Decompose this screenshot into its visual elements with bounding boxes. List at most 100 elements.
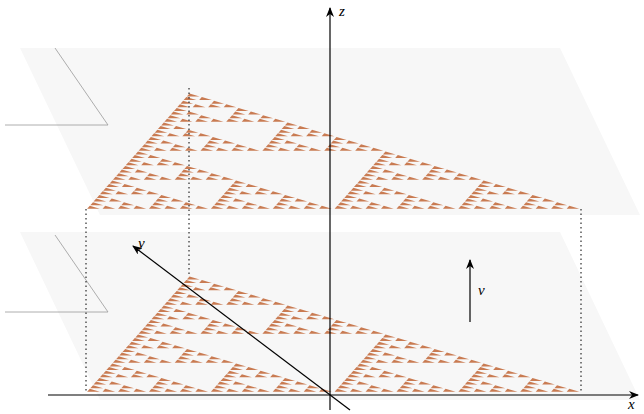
fractal-piece: [340, 331, 353, 334]
fractal-piece: [255, 374, 268, 377]
fractal-piece: [407, 342, 420, 345]
fractal-piece: [397, 206, 410, 209]
fractal-piece: [407, 177, 420, 180]
fractal-piece: [209, 173, 222, 176]
fractal-piece: [432, 166, 445, 169]
fractal-piece: [145, 141, 158, 144]
fractal-piece: [204, 144, 217, 147]
fractal-piece: [407, 159, 420, 162]
fractal-piece: [113, 360, 126, 363]
fractal-piece: [258, 188, 271, 191]
fractal-piece: [288, 206, 301, 209]
fractal-piece: [160, 159, 173, 162]
fractal-piece: [431, 385, 444, 388]
fractal-piece: [422, 360, 435, 363]
fractal-piece: [110, 180, 123, 183]
fractal-piece: [152, 202, 165, 205]
fractal-piece: [493, 184, 506, 187]
fractal-piece: [377, 342, 390, 345]
fractal-piece: [245, 202, 258, 205]
fractal-piece: [146, 374, 159, 377]
fractal-piece: [230, 184, 243, 187]
fractal-piece: [524, 385, 537, 388]
fractal-piece: [184, 349, 197, 352]
fractal-piece: [348, 374, 361, 377]
fractal-piece: [181, 170, 194, 173]
fractal-piece: [284, 141, 297, 144]
fractal-piece: [144, 177, 157, 180]
fractal-piece: [216, 148, 229, 151]
fractal-piece: [554, 385, 567, 388]
fractal-piece: [90, 385, 103, 388]
fractal-piece: [400, 385, 413, 388]
fractal-piece: [395, 173, 408, 176]
fractal-piece: [221, 378, 234, 381]
fractal-piece: [103, 389, 116, 392]
fractal-piece: [334, 320, 347, 323]
fractal-piece: [147, 356, 160, 359]
fractal-piece: [273, 206, 286, 209]
fractal-piece: [134, 389, 147, 392]
fractal-piece: [186, 112, 199, 115]
fractal-piece: [530, 378, 543, 381]
fractal-piece: [152, 316, 165, 319]
fractal-piece: [378, 374, 391, 377]
fractal-piece: [255, 191, 268, 194]
fractal-piece: [279, 313, 292, 316]
fractal-piece: [453, 360, 466, 363]
fractal-piece: [161, 305, 174, 308]
fractal-piece: [350, 389, 363, 392]
fractal-piece: [369, 385, 382, 388]
fractal-piece: [309, 313, 322, 316]
fractal-piece: [438, 360, 451, 363]
fractal-piece: [322, 133, 335, 136]
fractal-piece: [222, 324, 235, 327]
fractal-piece: [257, 206, 270, 209]
fractal-piece: [184, 280, 197, 283]
fractal-piece: [230, 115, 243, 118]
fractal-piece: [119, 170, 132, 173]
fractal-piece: [221, 177, 234, 180]
fractal-piece: [211, 389, 224, 392]
fractal-piece: [119, 353, 132, 356]
fractal-piece: [395, 338, 408, 341]
plane-edge: [5, 48, 108, 125]
fractal-piece: [493, 367, 506, 370]
fractal-piece: [282, 126, 295, 129]
fractal-piece: [233, 112, 246, 115]
fractal-piece: [371, 331, 384, 334]
fractal-piece: [554, 202, 567, 205]
fractal-piece: [227, 188, 240, 191]
fractal-piece: [276, 385, 289, 388]
fractal-piece: [135, 334, 148, 337]
fractal-piece: [475, 188, 488, 191]
fractal-piece: [285, 305, 298, 308]
fractal-piece: [187, 276, 200, 279]
fractal-piece: [429, 353, 442, 356]
fractal-piece: [373, 162, 386, 165]
fractal-piece: [297, 309, 310, 312]
fractal-piece: [206, 360, 219, 363]
fractal-piece: [109, 199, 122, 202]
fractal-piece: [247, 148, 260, 151]
fractal-piece: [354, 367, 367, 370]
fractal-piece: [236, 291, 249, 294]
fractal-piece: [331, 141, 344, 144]
fractal-piece: [201, 331, 214, 334]
fractal-piece: [126, 162, 139, 165]
fractal-piece: [357, 382, 370, 385]
fractal-piece: [145, 324, 158, 327]
fractal-piece: [458, 206, 471, 209]
fractal-piece: [273, 302, 286, 305]
fractal-layer: [87, 93, 579, 208]
fractal-piece: [468, 378, 481, 381]
fractal-piece: [269, 324, 282, 327]
fractal-piece: [351, 188, 364, 191]
fractal-piece: [100, 191, 113, 194]
fractal-piece: [391, 360, 404, 363]
fractal-piece: [266, 144, 279, 147]
fractal-piece: [426, 356, 439, 359]
fractal-piece: [270, 191, 283, 194]
fractal-piece: [412, 389, 425, 392]
fractal-piece: [159, 378, 172, 381]
